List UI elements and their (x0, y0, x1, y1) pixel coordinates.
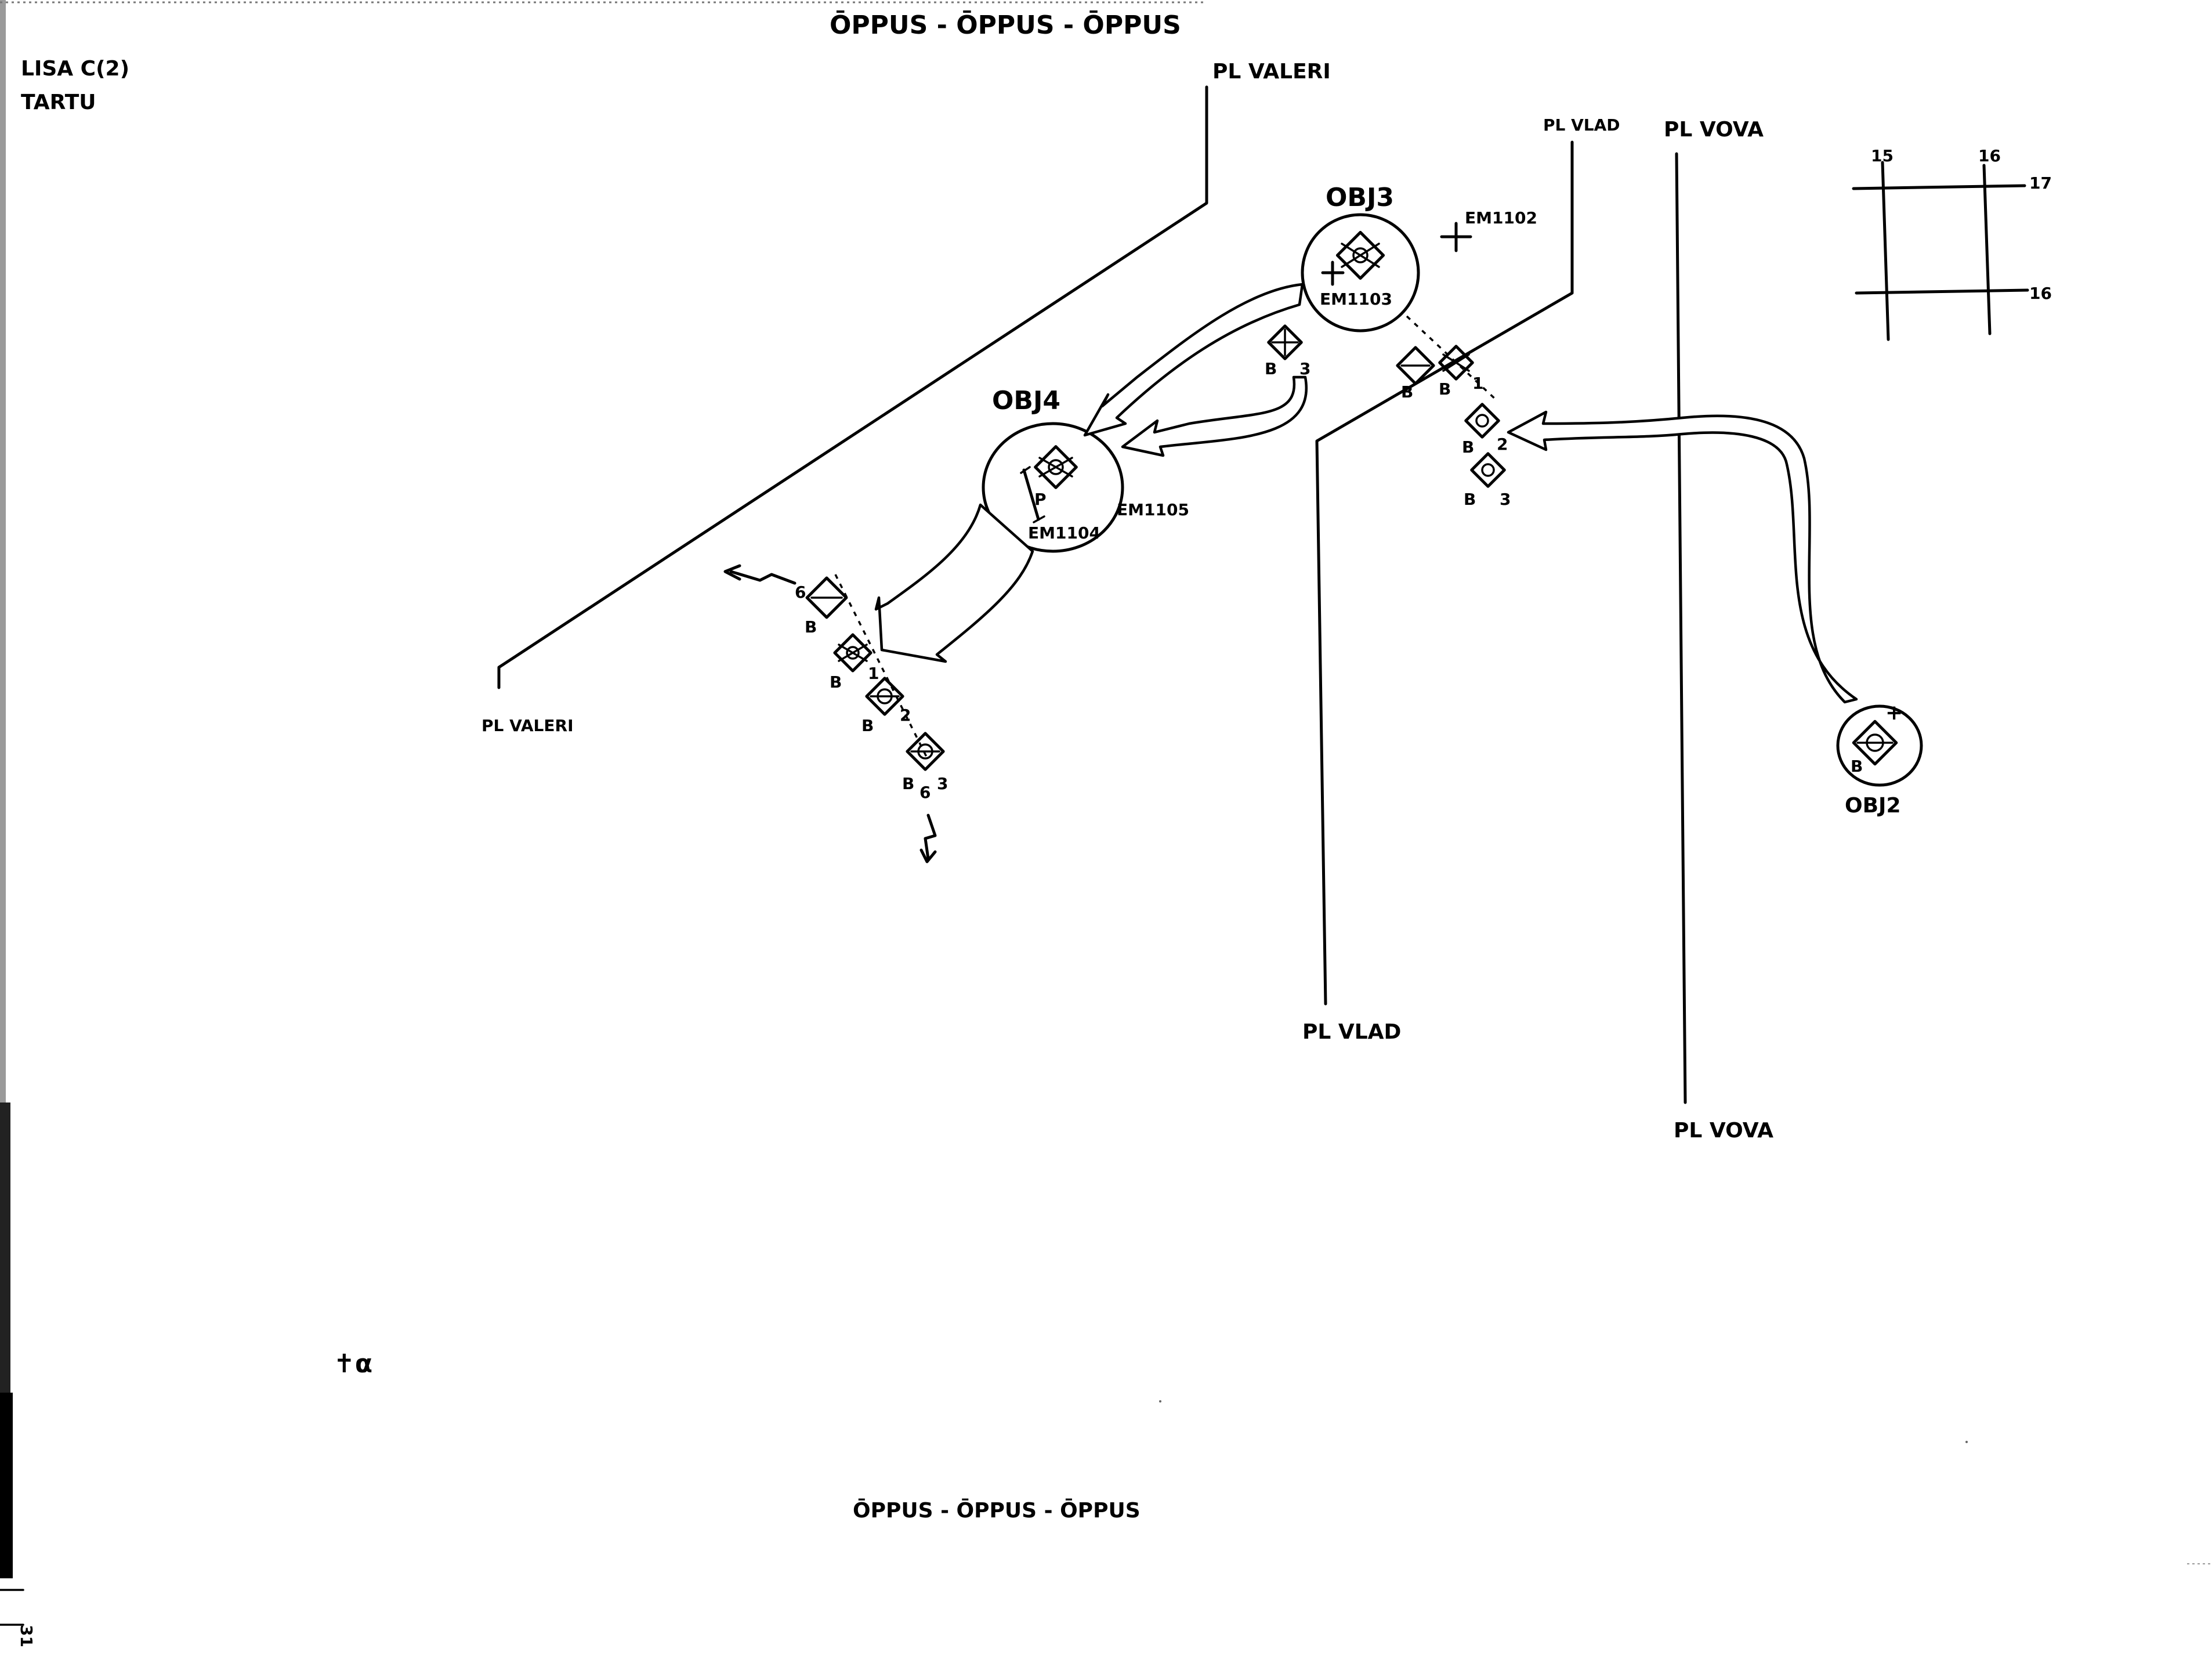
svg-text:B: B (861, 716, 874, 735)
svg-text:1: 1 (1472, 374, 1483, 393)
svg-text:6: 6 (919, 783, 931, 802)
boundary-pl-vlad: PL VLAD PL VLAD (1302, 115, 1620, 1044)
title-top: ŌPPUS - ŌPPUS - ŌPPUS (830, 10, 1181, 40)
attack-arrow-obj4-to-southwest (876, 505, 1033, 662)
emplacement-em1105: EM1105 (1117, 500, 1189, 519)
grid-reference: 15 16 17 16 (1853, 146, 2052, 339)
grid-row-a: 17 (2029, 173, 2052, 193)
boundary-label-vova-top: PL VOVA (1664, 118, 1764, 142)
unit-b3-near-obj3: B 3 (1265, 326, 1310, 378)
svg-text:B: B (805, 617, 817, 637)
boundary-label-vova-bottom: PL VOVA (1674, 1119, 1773, 1143)
boundary-label-vlad-top: PL VLAD (1543, 115, 1620, 135)
svg-text:B: B (1464, 490, 1476, 509)
objective-label-obj2: OBJ2 (1845, 794, 1901, 818)
objective-label-obj3: OBJ3 (1326, 183, 1394, 212)
scan-ruler-strip: 31 (0, 0, 36, 1647)
corner-mark: ✝α (334, 1349, 372, 1379)
boundary-pl-vova: PL VOVA PL VOVA (1664, 118, 1773, 1143)
objective-label-obj4: OBJ4 (992, 386, 1060, 415)
svg-text:P: P (1034, 490, 1047, 509)
svg-text:3: 3 (1299, 359, 1310, 378)
title-bottom: ŌPPUS - ŌPPUS - ŌPPUS (853, 1498, 1141, 1523)
svg-text:6: 6 (795, 583, 806, 602)
svg-text:+: + (1885, 701, 1903, 725)
unit-symbol-icon (1337, 232, 1383, 278)
svg-text:B: B (1401, 382, 1413, 402)
objective-obj3: OBJ3 EM1103 (1302, 183, 1418, 331)
grid-col-a: 15 (1871, 146, 1894, 165)
boundary-label-valeri-top: PL VALERI (1212, 60, 1331, 84)
boundary-label-vlad-bottom: PL VLAD (1302, 1020, 1401, 1044)
boundary-label-valeri-bottom: PL VALERI (482, 716, 574, 735)
svg-text:2: 2 (1497, 435, 1508, 454)
svg-text:B: B (1265, 359, 1277, 378)
grid-row-b: 16 (2029, 284, 2052, 303)
emplacement-em1103: EM1103 (1320, 290, 1392, 309)
unit-symbol-icon (1036, 447, 1077, 488)
objective-obj2: OBJ2 + B (1838, 701, 1921, 818)
objective-obj4: OBJ4 P EM1104 EM1105 (983, 386, 1189, 551)
svg-text:B: B (1439, 379, 1451, 399)
svg-text:B: B (830, 673, 842, 692)
emplacement-em1102: EM1102 (1465, 208, 1537, 227)
svg-text:B: B (902, 774, 914, 793)
svg-text:B: B (1851, 757, 1863, 776)
ruler-number: 31 (17, 1625, 36, 1647)
svg-text:B: B (1462, 438, 1474, 457)
svg-text:3: 3 (1500, 490, 1511, 509)
sheet-id: LISA C(2) (21, 57, 129, 81)
grid-col-b: 16 (1978, 146, 2001, 165)
emplacement-marker-em1102: EM1102 (1442, 208, 1537, 251)
location-label: TARTU (21, 91, 96, 114)
emplacement-em1104: EM1104 (1028, 523, 1100, 543)
svg-text:3: 3 (937, 774, 948, 793)
unit-group-right-obj3: B B 1 B 2 B 3 (1398, 316, 1511, 509)
svg-text:1: 1 (868, 664, 879, 683)
svg-text:2: 2 (900, 706, 911, 725)
